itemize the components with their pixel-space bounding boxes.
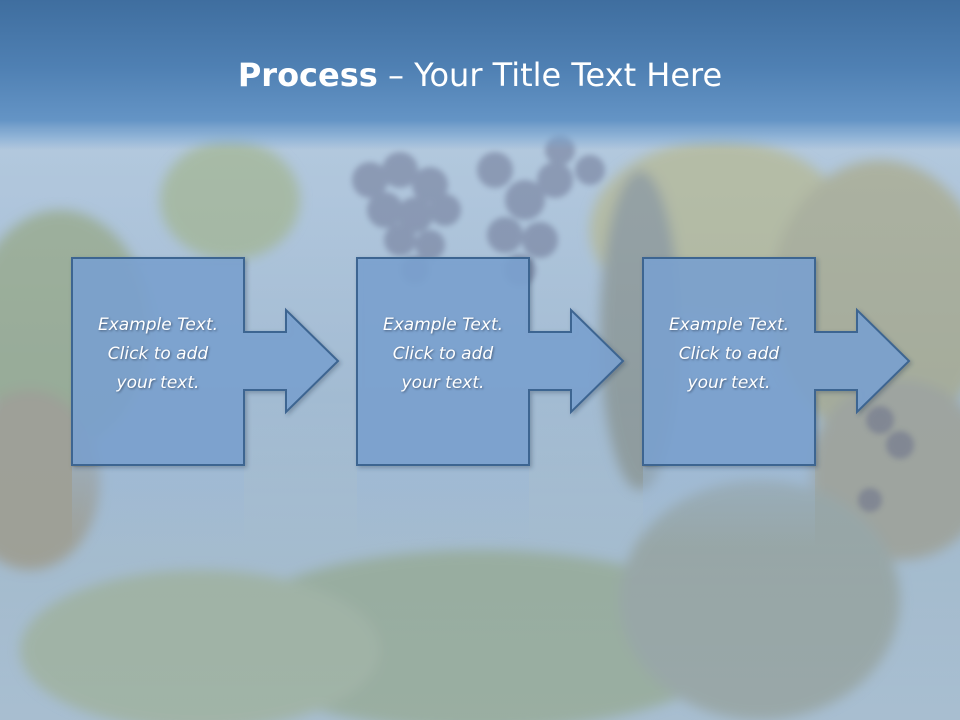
process-step-3[interactable] <box>642 257 911 547</box>
step-reflection <box>72 467 244 547</box>
title-band <box>0 0 960 150</box>
step-1-line-2: Click to add <box>107 344 209 364</box>
step-arrow-shape <box>71 257 340 466</box>
step-reflection <box>643 467 815 547</box>
title-rest: – Your Title Text Here <box>377 56 723 94</box>
step-3-text[interactable]: Example Text. Click to add your text. <box>643 311 815 398</box>
step-2-line-3: your text. <box>401 373 485 393</box>
process-step-1[interactable] <box>71 257 340 547</box>
step-arrow-shape <box>642 257 911 466</box>
step-3-line-3: your text. <box>687 373 771 393</box>
slide-title[interactable]: Process – Your Title Text Here <box>0 52 960 98</box>
step-2-line-2: Click to add <box>392 344 494 364</box>
step-2-text[interactable]: Example Text. Click to add your text. <box>357 311 529 398</box>
step-arrow-shape <box>356 257 625 466</box>
step-3-line-2: Click to add <box>678 344 780 364</box>
process-step-2[interactable] <box>356 257 625 547</box>
step-1-line-1: Example Text. <box>97 315 219 335</box>
title-bold: Process <box>237 56 378 94</box>
step-1-line-3: your text. <box>116 373 200 393</box>
step-1-text[interactable]: Example Text. Click to add your text. <box>72 311 244 398</box>
step-reflection <box>357 467 529 547</box>
step-3-line-1: Example Text. <box>668 315 790 335</box>
step-2-line-1: Example Text. <box>382 315 504 335</box>
